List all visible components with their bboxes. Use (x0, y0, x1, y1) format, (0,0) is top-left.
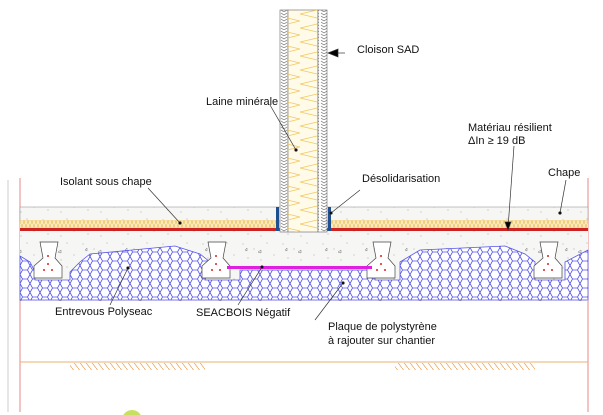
label-entrevous: Entrevous Polyseac (55, 306, 153, 318)
label-seacbois: SEACBOIS Négatif (196, 307, 291, 319)
wall-left-plaster (279, 9, 289, 233)
joists (33, 241, 563, 279)
desolidarisation-right (328, 207, 331, 231)
seacbois-plate (227, 266, 372, 269)
label-plaque-1: Plaque de polystyrène (328, 321, 437, 333)
label-cloison: Cloison SAD (357, 44, 420, 56)
green-marker (123, 410, 141, 415)
label-materiau-1: Matériau résilient (468, 122, 552, 134)
label-isolant: Isolant sous chape (60, 176, 152, 188)
label-laine: Laine minérale (206, 96, 279, 108)
label-chape: Chape (548, 167, 581, 179)
label-materiau-2: ΔIn ≥ 19 dB (468, 135, 526, 147)
wall-right-plaster (317, 9, 328, 233)
label-plaque-2: à rajouter sur chantier (328, 335, 435, 347)
label-desolidarisation: Désolidarisation (362, 173, 441, 185)
bearing-hatch-left (70, 363, 205, 370)
bearing-hatch-right (395, 363, 535, 370)
desolidarisation-left (276, 207, 279, 231)
